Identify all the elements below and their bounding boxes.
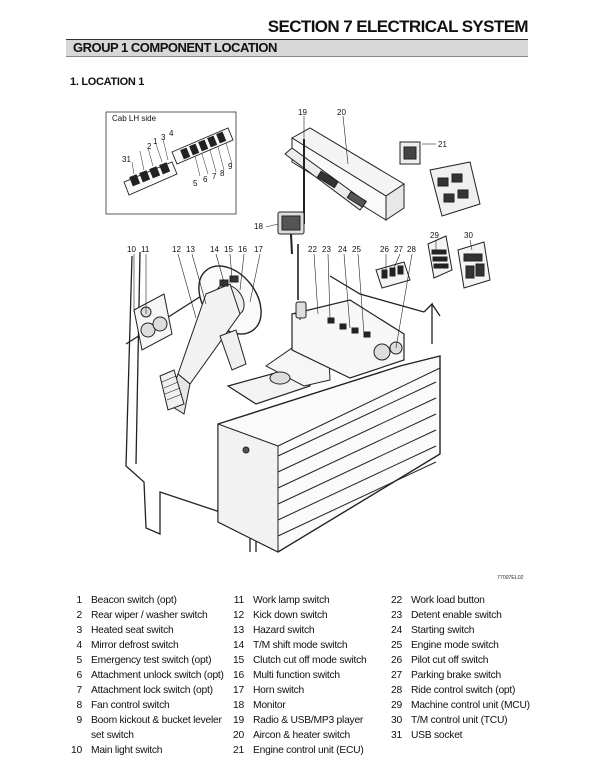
section-title: SECTION 7 ELECTRICAL SYSTEM	[267, 17, 529, 36]
callout-8: 8	[220, 169, 225, 178]
inset-label: Cab LH side	[112, 114, 157, 123]
callout-19: 19	[298, 108, 307, 117]
callout-17: 17	[254, 245, 263, 254]
callout-3: 3	[161, 133, 166, 142]
callout-11: 11	[141, 245, 150, 254]
callout-1: 1	[153, 137, 158, 146]
callout-leaders	[133, 115, 473, 349]
callout-31: 31	[122, 155, 131, 164]
callout-25: 25	[352, 245, 361, 254]
callout-labels: 1 2 3 4 31 5 6 7 8 9 19 20 21 18 10 11 1…	[122, 108, 473, 254]
callout-21: 21	[438, 140, 447, 149]
callout-24: 24	[338, 245, 347, 254]
tcu-unit	[457, 241, 491, 289]
mcu-unit	[427, 235, 453, 279]
callout-15: 15	[224, 245, 233, 254]
title-rule	[66, 39, 528, 40]
callout-20: 20	[337, 108, 346, 117]
callout-4: 4	[169, 129, 174, 138]
callout-14: 14	[210, 245, 219, 254]
callout-5: 5	[193, 179, 198, 188]
callout-23: 23	[322, 245, 331, 254]
callout-27: 27	[394, 245, 403, 254]
callout-28: 28	[407, 245, 416, 254]
cab-lh-side-inset: Cab LH side	[105, 111, 237, 215]
ecu-unit	[399, 141, 481, 217]
callout-2: 2	[147, 142, 152, 151]
overhead-console	[284, 127, 405, 224]
side-switch-block	[375, 261, 411, 289]
callout-16: 16	[238, 245, 247, 254]
callout-12: 12	[172, 245, 181, 254]
callout-6: 6	[203, 175, 208, 184]
subsection-title: 1. LOCATION 1	[70, 76, 145, 88]
callout-26: 26	[380, 245, 389, 254]
left-dash-pod	[133, 293, 173, 351]
group-title: GROUP 1 COMPONENT LOCATION	[73, 40, 277, 55]
callout-29: 29	[430, 231, 439, 240]
callout-9: 9	[228, 162, 233, 171]
callout-13: 13	[186, 245, 195, 254]
callout-30: 30	[464, 231, 473, 240]
group-title-bar	[66, 40, 528, 57]
figure-code: 77097EL02	[497, 575, 524, 581]
cab-component-location-diagram: Cab LH side	[105, 108, 491, 553]
monitor	[277, 211, 305, 255]
callout-10: 10	[127, 245, 136, 254]
pedals	[159, 329, 247, 411]
callout-22: 22	[308, 245, 317, 254]
right-console	[291, 244, 405, 379]
callout-7: 7	[212, 172, 217, 181]
callout-18: 18	[254, 222, 263, 231]
rear-body	[217, 355, 441, 553]
